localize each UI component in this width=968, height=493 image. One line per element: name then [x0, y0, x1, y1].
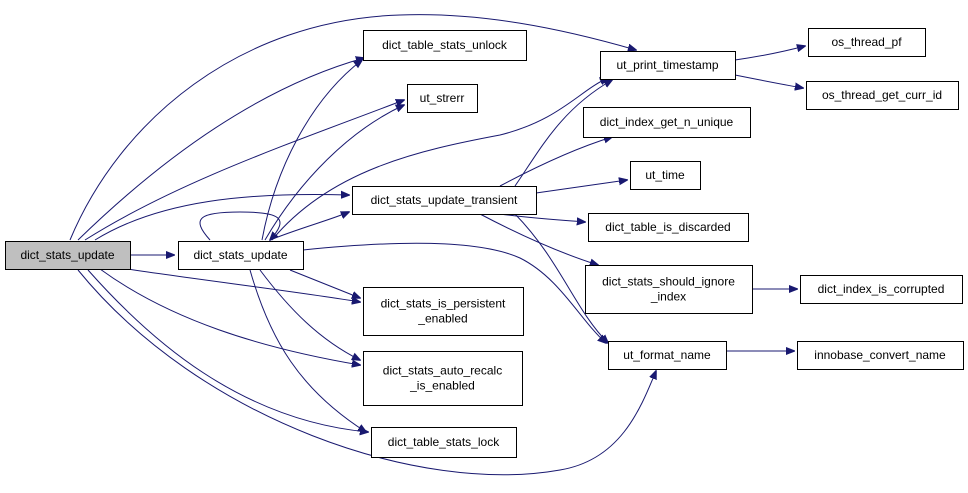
edge-upd-to-strerr [264, 105, 404, 241]
node-ts[interactable]: ut_print_timestamp [600, 51, 736, 80]
edge-ts-to-curr [734, 74, 803, 88]
node-pf[interactable]: os_thread_pf [808, 28, 926, 57]
edge-upd-to-trans [269, 212, 349, 241]
edge-trans-to-fmt [514, 213, 608, 343]
node-box [797, 341, 964, 370]
edge-upd-to-fmt [302, 242, 606, 343]
edge-trans-to-time [535, 180, 627, 194]
node-label: ut_format_name [623, 348, 711, 362]
edge-root-to-unlock [77, 58, 364, 241]
node-corrupt[interactable]: dict_index_is_corrupted [800, 275, 963, 304]
node-box [800, 275, 963, 304]
node-ignore[interactable]: dict_stats_should_ignore_index [585, 265, 753, 314]
node-label: dict_index_get_n_unique [600, 115, 734, 129]
node-conv[interactable]: innobase_convert_name [797, 341, 964, 370]
node-label: dict_table_stats_lock [388, 435, 500, 449]
edge-upd-to-unlock [261, 60, 362, 241]
node-nuniq[interactable]: dict_index_get_n_unique [583, 107, 751, 138]
node-box [806, 81, 959, 110]
node-label: ut_time [645, 168, 685, 182]
edge-root-to-lock [87, 269, 368, 432]
node-box [407, 84, 478, 113]
node-label: _is_enabled [409, 379, 475, 393]
node-box [608, 341, 727, 370]
edges-layer [69, 14, 805, 476]
node-upd[interactable]: dict_stats_update [178, 241, 304, 270]
edge-root-to-persist [119, 267, 360, 302]
node-box [178, 241, 304, 270]
edge-trans-to-disc [499, 213, 585, 222]
node-box [363, 287, 524, 336]
node-time[interactable]: ut_time [630, 161, 701, 190]
edge-root-to-fmt [77, 269, 656, 476]
node-box [630, 161, 701, 190]
edge-upd-to-ts [271, 78, 608, 241]
node-label: _enabled [417, 312, 467, 326]
node-box [363, 351, 523, 406]
node-label: dict_table_stats_unlock [382, 38, 508, 52]
node-label: os_thread_get_curr_id [822, 88, 942, 102]
edge-ts-to-pf [734, 46, 805, 61]
node-box [5, 241, 131, 270]
node-box [583, 107, 751, 138]
edge-root-to-strerr [84, 100, 404, 241]
node-trans[interactable]: dict_stats_update_transient [352, 186, 537, 215]
node-box [600, 51, 736, 80]
edge-upd-to-persist [289, 269, 360, 298]
node-label: dict_index_is_corrupted [818, 282, 945, 296]
node-curr[interactable]: os_thread_get_curr_id [806, 81, 959, 110]
node-label: dict_stats_update [193, 248, 287, 262]
node-unlock[interactable]: dict_table_stats_unlock [363, 30, 527, 61]
node-label: dict_stats_is_persistent [381, 297, 506, 311]
edge-root-to-trans [94, 194, 349, 241]
node-disc[interactable]: dict_table_is_discarded [588, 213, 749, 242]
edge-upd-to-auto [259, 269, 360, 360]
node-box [371, 427, 517, 458]
node-box [588, 213, 749, 242]
node-auto[interactable]: dict_stats_auto_recalc_is_enabled [363, 351, 523, 406]
edge-root-to-auto [99, 268, 360, 365]
node-label: innobase_convert_name [814, 348, 946, 362]
node-label: os_thread_pf [831, 35, 902, 49]
edge-upd-to-upd [199, 211, 281, 240]
edge-upd-to-lock [249, 269, 366, 432]
edge-root-to-ts [69, 14, 636, 241]
nodes-layer: dict_stats_update dict_stats_update dict_t… [5, 28, 964, 458]
node-label: ut_print_timestamp [616, 58, 718, 72]
node-label: dict_stats_update [20, 248, 114, 262]
node-label: dict_stats_auto_recalc [383, 364, 502, 378]
edge-trans-to-nuniq [499, 137, 612, 187]
node-lock[interactable]: dict_table_stats_lock [371, 427, 517, 458]
node-label: dict_table_is_discarded [605, 220, 730, 234]
node-label: ut_strerr [420, 91, 465, 105]
node-box [352, 186, 537, 215]
node-label: dict_stats_should_ignore [602, 275, 735, 289]
node-persist[interactable]: dict_stats_is_persistent_enabled [363, 287, 524, 336]
node-box [585, 265, 753, 314]
node-box [808, 28, 926, 57]
node-label: _index [650, 290, 686, 304]
node-fmt[interactable]: ut_format_name [608, 341, 727, 370]
node-root[interactable]: dict_stats_update [5, 241, 131, 270]
node-box [363, 30, 527, 61]
node-label: dict_stats_update_transient [371, 193, 518, 207]
node-strerr[interactable]: ut_strerr [407, 84, 478, 113]
